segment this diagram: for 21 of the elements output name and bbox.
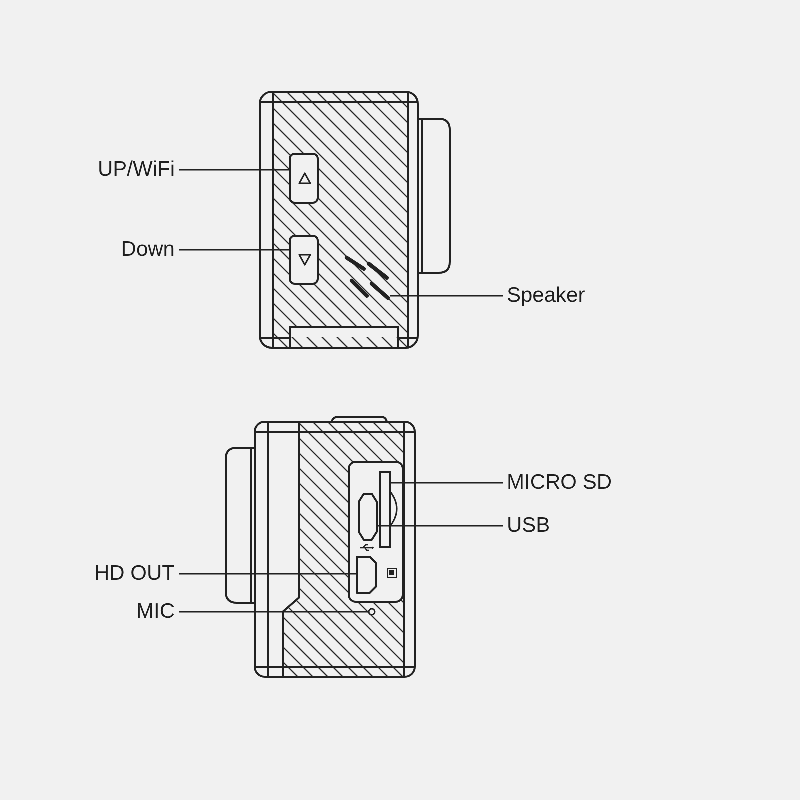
speaker-grille (345, 256, 390, 300)
part-label: Down (117, 238, 179, 262)
leader-line (179, 169, 290, 171)
part-label: USB (503, 514, 554, 538)
part-label: Speaker (503, 284, 590, 308)
part-label: HD OUT (90, 562, 179, 586)
leader-line (390, 482, 503, 484)
part-label: UP/WiFi (94, 158, 179, 182)
usb-port (358, 493, 378, 541)
part-label: MICRO SD (503, 471, 616, 495)
sd-card-slot (379, 471, 391, 548)
leader-line (390, 295, 503, 297)
leader-line (179, 249, 290, 251)
leader-line (179, 573, 357, 575)
part-label: MIC (132, 600, 179, 624)
leader-line (377, 525, 503, 527)
down-button (289, 235, 319, 285)
leader-line (179, 611, 369, 613)
hdmi-port (356, 556, 377, 594)
up-button (289, 153, 319, 204)
mic-hole (368, 608, 376, 616)
